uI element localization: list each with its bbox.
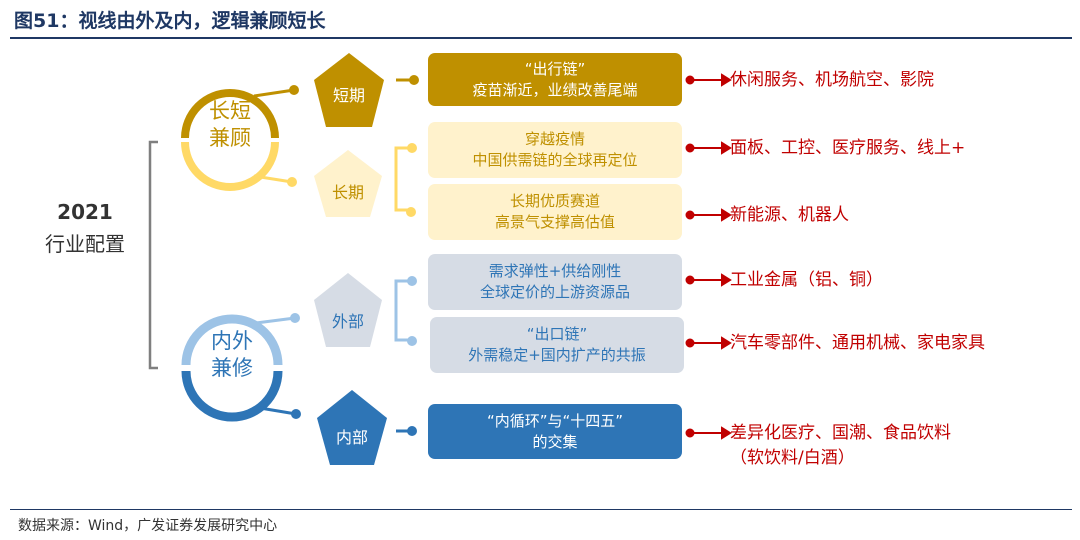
pentagon-internal (317, 390, 387, 465)
circle-long-short: 长短兼顾 (209, 99, 251, 150)
ring-bottom-blue (181, 370, 283, 422)
industries-text: 面板、工控、医疗服务、线上+ (730, 138, 966, 158)
pentagon-external (314, 273, 382, 347)
industries-text: 差异化医疗、国潮、食品饮料 (730, 423, 951, 443)
figure-title: 图51：视线由外及内，逻辑兼顾短长 (14, 10, 326, 32)
title-divider (10, 37, 1072, 39)
category-long-term: 长期 (331, 183, 364, 202)
connector-dot (287, 177, 297, 187)
pentagon-short-term (314, 53, 384, 127)
source-note: 数据来源：Wind，广发证券发展研究中心 (18, 518, 278, 534)
circle-internal-external: 内外兼修 (211, 329, 253, 380)
red-arrows (685, 73, 732, 440)
ring-bottom-yellow (181, 141, 279, 191)
industry-allocation-label: 行业配置 (45, 232, 125, 256)
category-external: 外部 (331, 312, 364, 331)
theme-box: 穿越疫情中国供需链的全球再定位 (428, 122, 682, 178)
theme-box: 长期优质赛道高景气支撑高估值 (428, 184, 682, 240)
industries-text: 新能源、机器人 (730, 205, 849, 225)
theme-box: “出口链”外需稳定+国内扩产的共振 (430, 317, 684, 373)
theme-box: “出行链”疫苗渐近，业绩改善尾端 (428, 53, 682, 106)
pentagon-long-term (314, 150, 382, 217)
connector-dot (289, 85, 299, 95)
category-short-term: 短期 (332, 86, 365, 105)
industries-text: 休闲服务、机场航空、影院 (730, 70, 934, 90)
year-label: 2021 (57, 200, 113, 224)
category-internal: 内部 (335, 428, 368, 447)
industries-text-2: （软饮料/白酒） (730, 448, 855, 468)
industries-text: 汽车零部件、通用机械、家电家具 (730, 333, 985, 353)
footer-divider (10, 509, 1072, 510)
industries-text: 工业金属（铝、铜） (730, 270, 883, 290)
ring-top-lightblue (181, 314, 283, 366)
theme-box: “内循环”与“十四五”的交集 (428, 404, 682, 459)
bracket (148, 140, 158, 370)
ring-top-gold (181, 89, 279, 139)
theme-box: 需求弹性+供给刚性全球定价的上游资源品 (428, 254, 682, 310)
